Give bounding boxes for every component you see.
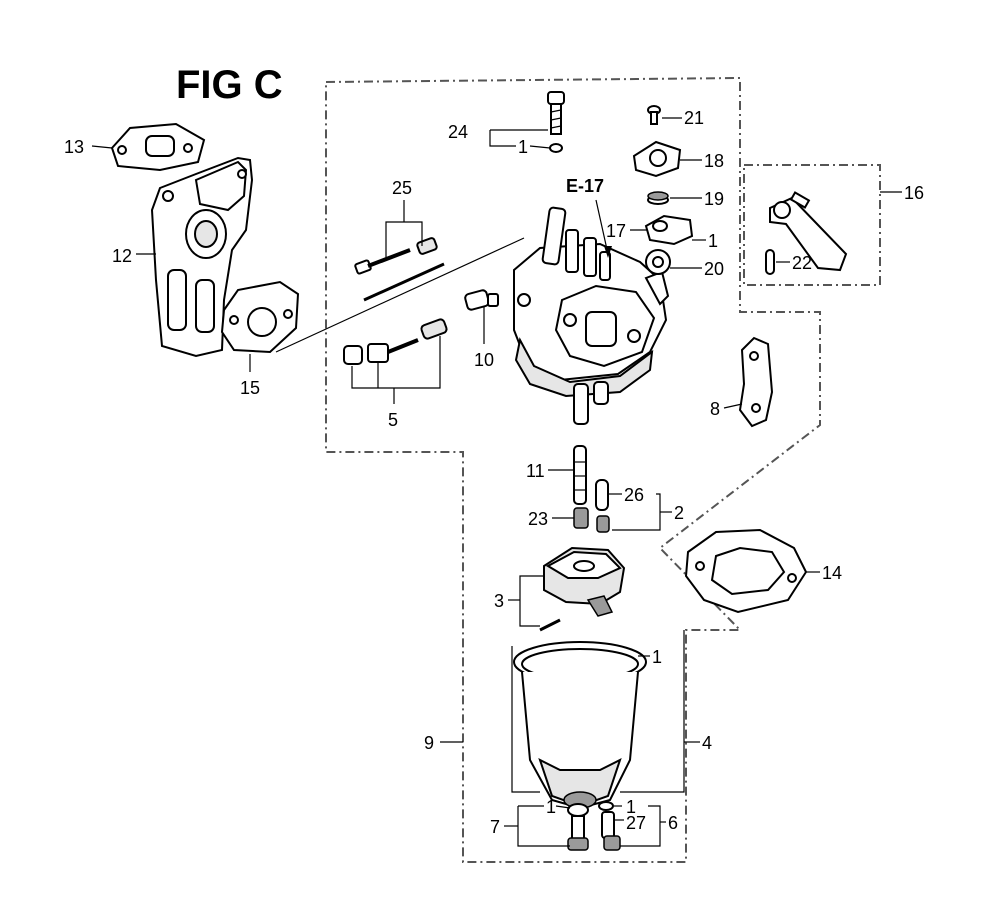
float-3 <box>539 546 626 632</box>
bolt-7 <box>567 815 589 851</box>
callout-15: 15 <box>240 378 260 398</box>
callout-20: 20 <box>704 259 724 279</box>
callout-7: 7 <box>490 817 500 837</box>
figure-title: FIG C <box>176 63 283 107</box>
callout-9: 9 <box>424 733 434 753</box>
callout-4: 4 <box>702 733 712 753</box>
jet-23 <box>573 507 589 529</box>
callout-1-washer: 1 <box>546 797 556 817</box>
callout-27: 27 <box>626 813 646 833</box>
callout-19: 19 <box>704 189 724 209</box>
callout-11: 11 <box>526 461 545 481</box>
screw-27 <box>598 801 621 851</box>
callout-18: 18 <box>704 151 724 171</box>
jet-10 <box>464 289 499 311</box>
callout-10: 10 <box>474 350 494 370</box>
float-chamber-9 <box>513 641 647 810</box>
reference-e17: E-17 <box>566 176 604 196</box>
callout-23: 23 <box>528 509 548 529</box>
choke-lever-16 <box>769 191 848 272</box>
pin-22 <box>765 249 775 275</box>
callout-26: 26 <box>624 485 644 505</box>
callout-1-chamber: 1 <box>652 647 662 667</box>
callout-3: 3 <box>494 591 504 611</box>
callout-13: 13 <box>64 137 84 157</box>
callout-22: 22 <box>792 253 812 273</box>
lever-17 <box>644 214 694 246</box>
callout-14: 14 <box>822 563 842 583</box>
gasket-15 <box>220 280 300 354</box>
callout-2: 2 <box>674 503 684 523</box>
washer-7 <box>567 803 589 817</box>
carburetor-group-outline <box>325 76 821 863</box>
screw-24 <box>547 91 565 153</box>
callout-16: 16 <box>904 183 924 203</box>
callout-25: 25 <box>392 178 412 198</box>
callout-17: 17 <box>606 221 626 241</box>
gasket-13 <box>110 122 206 172</box>
bracket-12 <box>150 156 254 358</box>
screw-21 <box>647 105 661 125</box>
cap-18 <box>632 140 682 178</box>
pilot-screw-25 <box>354 237 445 302</box>
spring-19 <box>647 191 669 205</box>
callout-21: 21 <box>684 108 704 128</box>
nozzle-11 <box>573 445 587 505</box>
callout-8: 8 <box>710 399 720 419</box>
callout-1-lever: 1 <box>708 231 718 251</box>
choke-lever-box <box>743 164 881 286</box>
callout-1-drain: 1 <box>626 797 636 817</box>
callout-1-upper: 1 <box>518 137 528 157</box>
callout-24: 24 <box>448 122 468 142</box>
gasket-8 <box>738 336 774 428</box>
spring-26 <box>595 479 610 533</box>
washer-20 <box>645 249 671 275</box>
gasket-14 <box>684 528 808 614</box>
callout-5: 5 <box>388 410 398 430</box>
throttle-stop-screw-5 <box>343 318 448 365</box>
callout-12: 12 <box>112 246 132 266</box>
carburetor-body <box>513 206 670 425</box>
callout-6: 6 <box>668 813 678 833</box>
